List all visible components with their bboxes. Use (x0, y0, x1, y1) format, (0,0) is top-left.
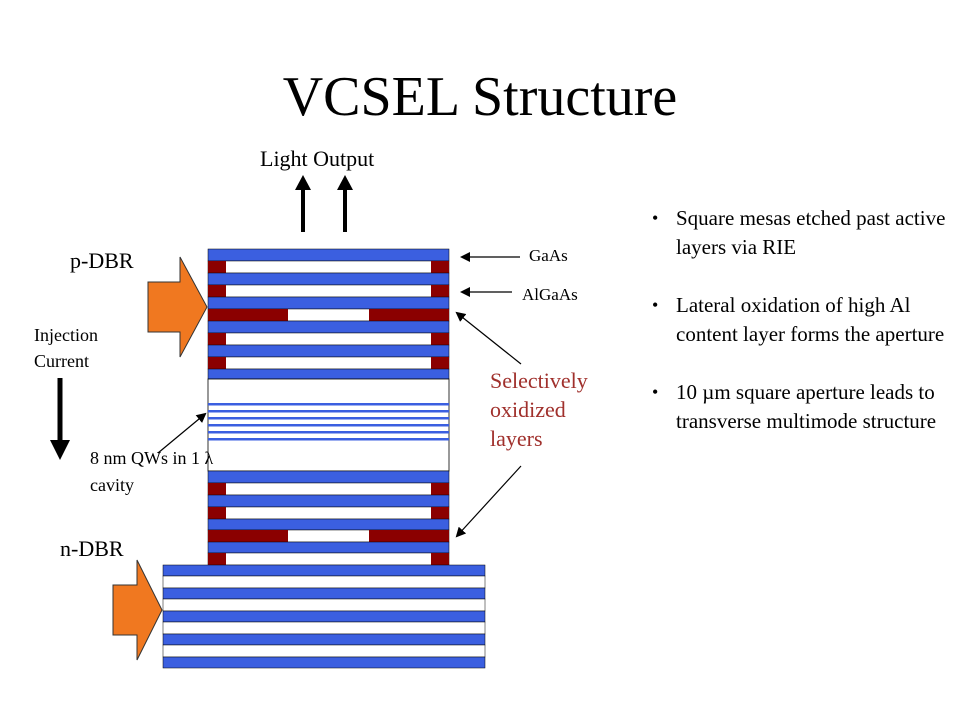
light-output-arrows (295, 175, 353, 232)
bullet-item: • 10 µm square aperture leads to transver… (650, 378, 950, 436)
n-dbr-stack (162, 564, 486, 669)
p-dbr-orange-arrow (147, 256, 208, 358)
algaas-label: AlGaAs (522, 285, 578, 304)
cavity-quantum-wells (207, 378, 450, 472)
n-dbr-label: n-DBR (60, 536, 124, 561)
qw-pointer (157, 412, 207, 454)
oxidized-pointer-upper (455, 311, 522, 365)
p-dbr-label: p-DBR (70, 248, 134, 273)
quantum-wells-label: 8 nm QWs in 1 λ cavity (90, 448, 214, 495)
bullet-list: • Square mesas etched past active layers … (650, 204, 950, 465)
light-output-label: Light Output (260, 146, 375, 171)
selectively-oxidized-label: Selectively oxidized layers (490, 368, 588, 451)
bullet-item: • Lateral oxidation of high Al content la… (650, 291, 950, 349)
p-dbr-stack (207, 248, 450, 380)
bullet-text: 10 µm square aperture leads to transvers… (676, 380, 937, 433)
bullet-item: • Square mesas etched past active layers … (650, 204, 950, 262)
injection-current-arrow (50, 378, 70, 460)
bullet-dot-icon: • (652, 295, 659, 315)
page-title: VCSEL Structure (282, 66, 678, 128)
gaas-label: GaAs (529, 246, 568, 265)
lower-mesa-dbr (207, 470, 450, 566)
injection-current-label: Injection Current (34, 325, 98, 371)
bullet-text: Lateral oxidation of high Al content lay… (676, 293, 945, 346)
oxidized-pointer-lower (455, 465, 522, 538)
n-dbr-orange-arrow (112, 559, 163, 661)
bullet-text: Square mesas etched past active layers v… (676, 206, 946, 259)
bullet-dot-icon: • (652, 382, 659, 402)
bullet-dot-icon: • (652, 208, 659, 228)
